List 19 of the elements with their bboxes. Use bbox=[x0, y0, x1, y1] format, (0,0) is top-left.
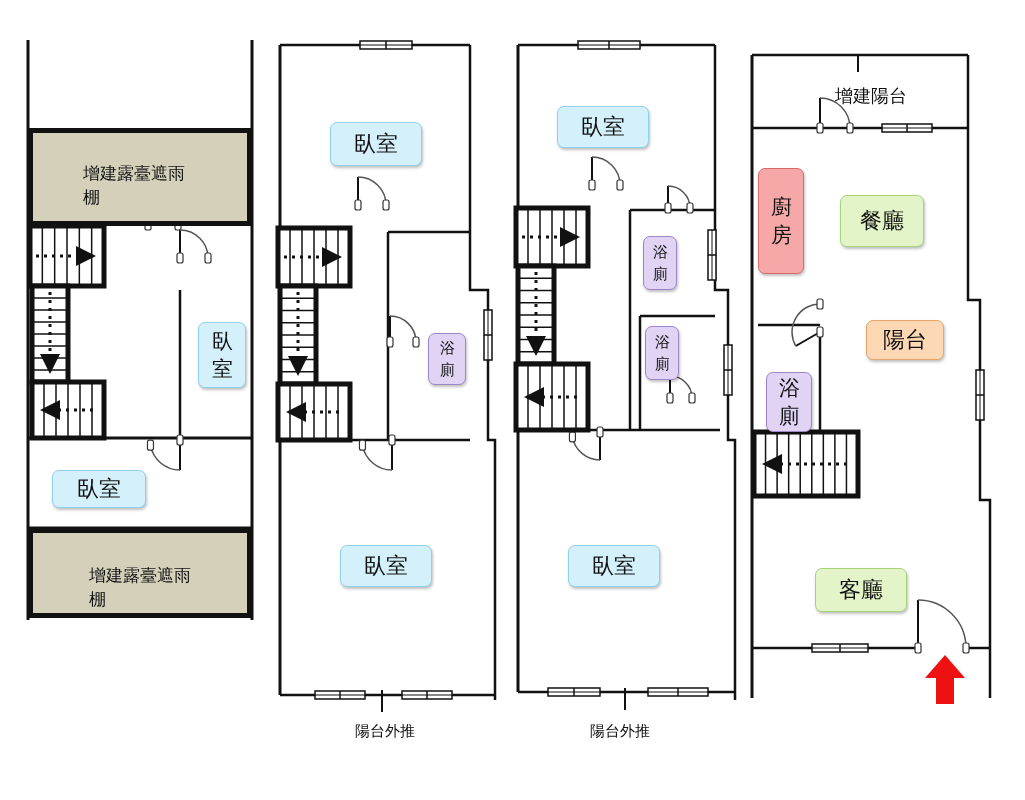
room-label: 臥室 bbox=[340, 545, 432, 587]
area-label: 陽台外推 bbox=[355, 722, 415, 741]
room-label: 廚房 bbox=[758, 168, 804, 274]
covered-terrace-band: 增建露臺遮雨棚 bbox=[28, 128, 252, 226]
area-label: 增建陽台 bbox=[835, 84, 907, 108]
room-label: 客廳 bbox=[815, 568, 907, 612]
room-label: 浴廁 bbox=[766, 372, 812, 432]
covered-terrace-band: 增建露臺遮雨棚 bbox=[28, 528, 252, 618]
room-label: 臥室 bbox=[568, 545, 660, 587]
room-label: 餐廳 bbox=[840, 195, 924, 247]
room-label: 臥室 bbox=[198, 322, 246, 388]
room-label: 臥室 bbox=[557, 106, 649, 148]
area-label: 陽台外推 bbox=[590, 722, 650, 741]
room-label: 臥室 bbox=[52, 470, 146, 508]
room-label: 浴廁 bbox=[428, 333, 466, 385]
room-label: 浴廁 bbox=[645, 326, 679, 380]
room-label: 浴廁 bbox=[643, 236, 677, 290]
room-label: 陽台 bbox=[866, 320, 944, 360]
room-label: 臥室 bbox=[330, 122, 422, 166]
